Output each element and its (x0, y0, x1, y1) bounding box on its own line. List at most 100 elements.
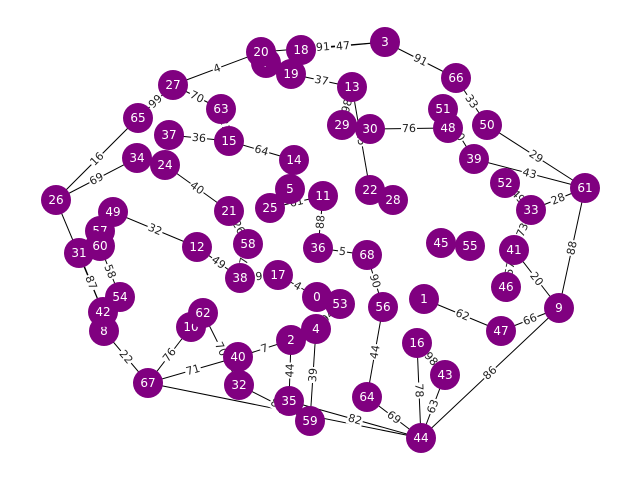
node-label: 20 (253, 45, 268, 59)
edge-label-24-21: 40 (187, 178, 207, 198)
node-label: 34 (129, 151, 144, 165)
edge-label-text: 87 (82, 274, 99, 292)
node-circle (206, 94, 236, 124)
node-circle (274, 386, 304, 416)
edge-label-background (116, 347, 136, 367)
edge-label-47-9: 66 (520, 311, 540, 328)
edge-label-4-59: 39 (306, 366, 320, 384)
node-24: 24 (150, 150, 180, 180)
edge-label-text: 69 (87, 170, 105, 188)
node-circle (426, 228, 456, 258)
node-16: 16 (402, 328, 432, 358)
edge-label-16-44: 78 (412, 382, 426, 399)
node-label: 64 (359, 390, 374, 404)
node-58: 58 (233, 229, 263, 259)
edge-label-background (312, 72, 331, 89)
node-label: 33 (523, 203, 538, 217)
node-5: 5 (275, 174, 305, 204)
edge-label-background (564, 238, 580, 258)
edge-label-text: 88 (313, 214, 327, 229)
edge-label-text: 66 (521, 311, 539, 328)
edge-label-background (345, 411, 365, 428)
edge-label-61-9: 88 (564, 238, 580, 258)
node-label: 30 (362, 122, 377, 136)
node-circle (302, 282, 332, 312)
edge-label-34-26: 69 (86, 169, 107, 189)
edge-label-text: 88 (564, 240, 580, 256)
node-label: 47 (493, 324, 508, 338)
node-2: 2 (276, 325, 306, 355)
edge-label-background (283, 362, 297, 379)
edge-label-39-61: 43 (520, 165, 539, 182)
node-35: 35 (274, 386, 304, 416)
node-circle (182, 232, 212, 262)
node-38: 38 (225, 263, 255, 293)
node-circle (406, 423, 436, 453)
node-label: 54 (112, 290, 127, 304)
node-12: 12 (182, 232, 212, 262)
node-50: 50 (472, 110, 502, 140)
edge-label-text: 28 (549, 190, 567, 207)
edge-label-33-41: 73 (514, 220, 531, 240)
node-circle (223, 342, 253, 372)
node-label: 50 (479, 118, 494, 132)
node-label: 67 (140, 376, 155, 390)
node-circle (409, 284, 439, 314)
node-label: 63 (213, 102, 228, 116)
node-21: 21 (214, 196, 244, 226)
node-label: 53 (332, 297, 347, 311)
node-25: 25 (255, 193, 285, 223)
node-circle (150, 150, 180, 180)
node-circle (303, 233, 333, 263)
edge-label-12-38: 49 (208, 252, 229, 273)
node-14: 14 (279, 145, 309, 175)
node-51: 51 (428, 94, 458, 124)
edge-label-text: 64 (253, 142, 270, 158)
node-circle (486, 316, 516, 346)
node-circle (295, 406, 325, 436)
edge-label-41-9: 20 (526, 269, 547, 289)
node-label: 17 (270, 268, 285, 282)
node-circle (233, 229, 263, 259)
node-43: 43 (430, 360, 460, 390)
node-label: 43 (437, 368, 452, 382)
edge-label-background (86, 169, 107, 189)
node-label: 49 (105, 205, 120, 219)
node-label: 36 (310, 241, 325, 255)
node-27: 27 (158, 70, 188, 100)
edge-label-27-63: 70 (187, 88, 207, 106)
edge-label-background (190, 131, 208, 145)
node-circle (368, 292, 398, 322)
node-label: 48 (440, 121, 455, 135)
edge-label-18-3: 47 (334, 39, 352, 53)
node-32: 32 (224, 370, 254, 400)
node-circle (41, 185, 71, 215)
node-61: 61 (570, 173, 600, 203)
node-39: 39 (459, 144, 489, 174)
edge-label-background (314, 40, 332, 54)
node-33: 33 (516, 195, 546, 225)
edge-label-background (254, 270, 264, 283)
node-label: 1 (420, 292, 428, 306)
node-label: 52 (497, 176, 512, 190)
node-circle (276, 325, 306, 355)
node-label: 62 (195, 306, 210, 320)
edge-label-background (462, 91, 481, 112)
node-17: 17 (263, 260, 293, 290)
edge-label-background (87, 149, 107, 169)
node-label: 9 (555, 301, 563, 315)
node-label: 38 (232, 271, 247, 285)
edge-label-background (520, 165, 539, 182)
edge-label-40-2: 7 (258, 341, 271, 356)
edge-label-background (367, 343, 383, 361)
node-circle (133, 368, 163, 398)
node-label: 12 (189, 240, 204, 254)
node-circle (472, 110, 502, 140)
node-circle (441, 63, 471, 93)
node-circle (214, 126, 244, 156)
node-circle (225, 263, 255, 293)
node-label: 0 (313, 290, 321, 304)
edge-label-background (424, 396, 442, 417)
node-label: 32 (231, 378, 246, 392)
